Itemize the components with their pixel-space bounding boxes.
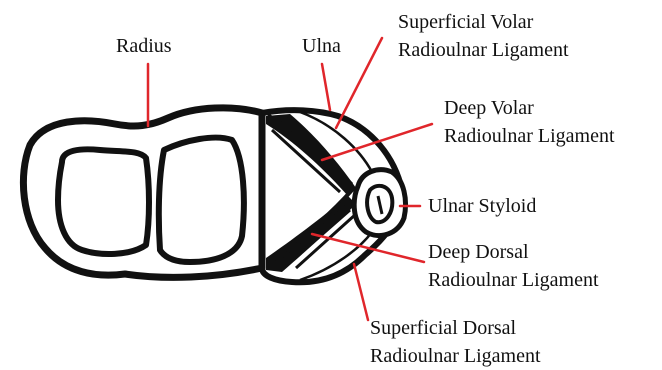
deep-volar-label-line2: Radioulnar Ligament (444, 122, 615, 150)
radius-label: Radius (116, 32, 172, 60)
superficial-dorsal-label-line2: Radioulnar Ligament (370, 342, 541, 370)
deep-volar-label-line1: Deep Volar (444, 94, 615, 122)
deep-volar-label: Deep Volar Radioulnar Ligament (444, 94, 615, 150)
superficial-volar-label-line1: Superficial Volar (398, 8, 569, 36)
superficial-dorsal-leader (354, 264, 368, 320)
superficial-volar-label-line2: Radioulnar Ligament (398, 36, 569, 64)
radius-inner-left-chamber (58, 149, 149, 254)
ulnar-styloid-label: Ulnar Styloid (428, 192, 536, 220)
radius-inner-right-chamber (159, 138, 244, 262)
ulna-label: Ulna (302, 32, 341, 60)
deep-dorsal-label-line1: Deep Dorsal (428, 238, 599, 266)
deep-volar-leader (322, 124, 432, 160)
superficial-dorsal-label: Superficial Dorsal Radioulnar Ligament (370, 314, 541, 370)
superficial-volar-leader (336, 38, 382, 128)
deep-dorsal-label-line2: Radioulnar Ligament (428, 266, 599, 294)
deep-dorsal-label: Deep Dorsal Radioulnar Ligament (428, 238, 599, 294)
superficial-dorsal-label-line1: Superficial Dorsal (370, 314, 541, 342)
ulna-leader (322, 64, 330, 110)
superficial-volar-label: Superficial Volar Radioulnar Ligament (398, 8, 569, 64)
